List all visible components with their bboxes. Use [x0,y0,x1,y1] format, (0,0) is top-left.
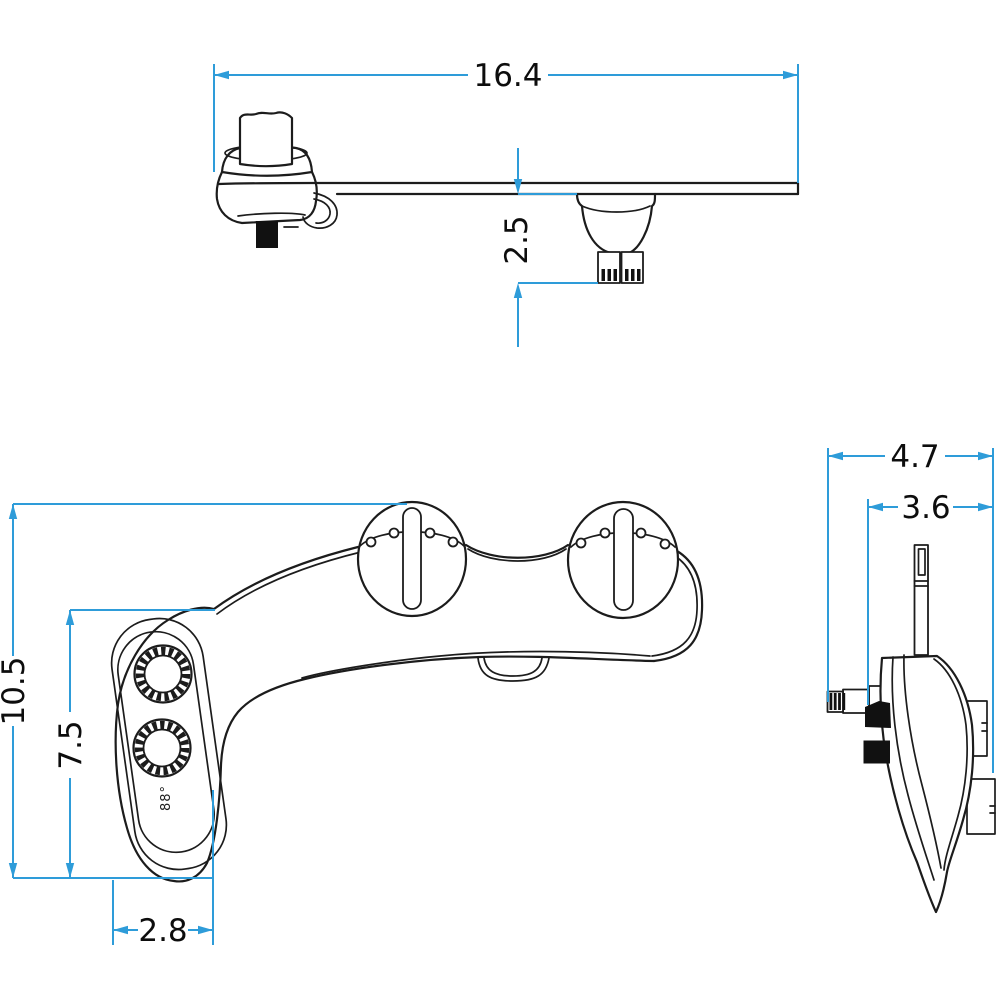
nozzle-teeth [601,269,641,281]
dim-label-nozzle-drop: 2.5 [499,215,535,264]
valve-knob [238,111,294,168]
spray-nozzle [575,192,657,284]
panel-contour-outer [110,617,228,871]
side-fitting-upper [865,701,891,728]
dim-body-depth: 3.6 [867,490,993,705]
dim-overall-width: 16.4 [213,58,799,183]
dim-panel-width: 2.8 [112,790,214,949]
side-profile-view: 4.7 3.6 [826,439,996,914]
dim-overall-height: 10.5 [0,503,407,879]
panel-logo: 88° [159,785,174,811]
left-mount-dial[interactable] [356,500,468,618]
side-fitting-lower [863,740,890,764]
dim-label-overall-depth: 4.7 [890,439,939,475]
dim-label-body-depth: 3.6 [901,490,950,526]
side-elevation-view: 16.4 2.5 [213,58,800,347]
pressure-knob[interactable] [133,644,193,704]
dim-nozzle-drop: 2.5 [499,148,598,347]
dim-label-panel-width: 2.8 [138,913,187,949]
lower-boss [477,657,550,682]
panel-contour-inner [116,630,216,854]
hose-hook [302,192,338,229]
dim-panel-height: 7.5 [53,609,215,878]
nozzle-tip-teeth [829,693,846,710]
temperature-knob[interactable] [132,718,192,778]
dim-label-overall-width: 16.4 [473,58,542,94]
right-mount-dial[interactable] [566,500,680,620]
body-outline [114,606,656,883]
dim-overall-depth: 4.7 [827,439,994,773]
dim-label-overall-height: 10.5 [0,656,32,725]
dim-label-panel-height: 7.5 [53,720,89,769]
water-inlet [256,221,278,248]
mount-stem [913,544,929,656]
plan-view: 88° 10.5 [0,500,704,949]
